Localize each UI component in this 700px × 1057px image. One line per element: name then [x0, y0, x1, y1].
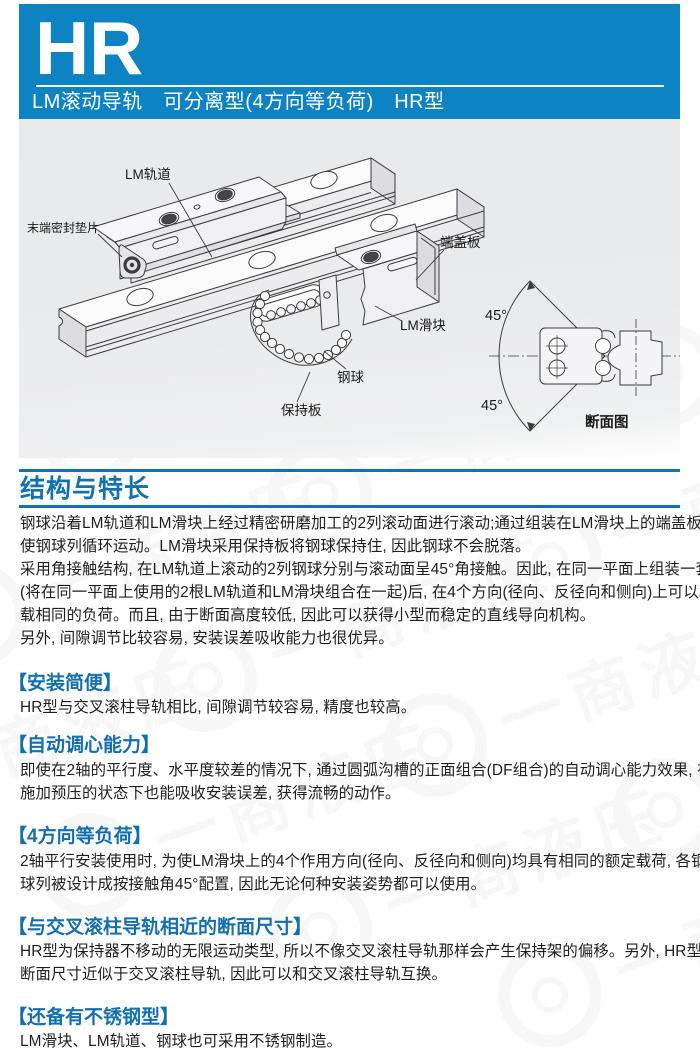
- diagram-labels: LM轨道 末端密封垫片 端盖板 LM滑块 钢球 保持板 45° 45° 断面图: [27, 167, 629, 431]
- label-rail: LM轨道: [125, 167, 171, 182]
- page-header: HR LM滚动导轨 可分离型(4方向等负荷) HR型: [19, 4, 680, 119]
- label-retainer: 保持板: [281, 403, 322, 418]
- label-section-caption: 断面图: [585, 413, 629, 431]
- header-divider: [36, 85, 664, 87]
- cross-section-view: [489, 280, 680, 432]
- label-angle-bottom: 45°: [481, 398, 503, 414]
- label-end-seal: 末端密封垫片: [27, 220, 99, 235]
- section-heading-stainless: 【还备有不锈钢型】: [8, 1007, 180, 1028]
- section-heading-equal-load: 【4方向等负荷】: [8, 826, 152, 847]
- diagram-panel: LM轨道 末端密封垫片 端盖板 LM滑块 钢球 保持板 45° 45° 断面图: [19, 119, 680, 458]
- label-ball: 钢球: [337, 370, 364, 385]
- section-body-line: 2轴平行安装使用时, 为使LM滑块上的4个作用方向(径向、反径向和侧向)均具有相…: [20, 853, 700, 870]
- section-body-line: 断面尺寸近似于交叉滚柱导轨, 因此可以和交叉滚柱导轨互换。: [20, 966, 447, 983]
- features-rule-bottom: [19, 505, 680, 508]
- features-title: 结构与特长: [20, 475, 151, 503]
- section-body-line: 球列被设计成按接触角45°配置, 因此无论何种安装姿势都可以使用。: [20, 876, 487, 893]
- section-heading-easy-install: 【安装简便】: [8, 673, 123, 694]
- features-paragraph-line: 钢球沿着LM轨道和LM滑块上经过精密研磨加工的2列滚动面进行滚动;通过组装在LM…: [20, 515, 700, 532]
- leader-lines: [97, 182, 445, 403]
- features-paragraph-line: 使钢球列循环运动。LM滑块采用保持板将钢球保持住, 因此钢球不会脱落。: [20, 538, 531, 555]
- retainer-outer-edge: [250, 289, 353, 366]
- guide-rail-illustration: LM轨道 末端密封垫片 端盖板 LM滑块 钢球 保持板 45° 45° 断面图: [27, 157, 680, 432]
- label-block: LM滑块: [400, 318, 446, 333]
- series-code: HR: [35, 6, 144, 90]
- lower-block: [250, 223, 440, 366]
- header-subtitle: LM滚动导轨 可分离型(4方向等负荷) HR型: [32, 91, 445, 113]
- features-paragraph-line: (将在同一平面上使用的2根LM轨道和LM滑块组合在一起)后, 在4个方向(径向、…: [20, 584, 700, 601]
- section-heading-self-align: 【自动调心能力】: [8, 735, 161, 756]
- upper-block: [92, 176, 287, 280]
- section-body-line: HR型为保持器不移动的无限运动类型, 所以不像交叉滚柱导轨那样会产生保持架的偏移…: [20, 943, 700, 960]
- label-end-plate: 端盖板: [440, 235, 481, 250]
- features-paragraph-line: 另外, 间隙调节比较容易, 安装误差吸收能力也很优异。: [20, 630, 394, 647]
- section-heading-cross-roller-size: 【与交叉滚柱导轨相近的断面尺寸】: [8, 917, 313, 938]
- features-rule-top: [19, 469, 680, 472]
- label-angle-top: 45°: [485, 308, 507, 324]
- features-paragraph-line: 载相同的负荷。而且, 由于断面高度较低, 因此可以获得小型而稳定的直线导向机构。: [20, 607, 596, 624]
- section-body-line: LM滑块、LM轨道、钢球也可采用不锈钢制造。: [20, 1033, 342, 1050]
- features-paragraph-line: 采用角接触结构, 在LM轨道上滚动的2列钢球分别与滚动面呈45°角接触。因此, …: [20, 561, 700, 578]
- section-body-line: HR型与交叉滚柱导轨相比, 间隙调节较容易, 精度也较高。: [20, 699, 417, 716]
- section-body-line: 即使在2轴的平行度、水平度较差的情况下, 通过圆弧沟槽的正面组合(DF组合)的自…: [20, 762, 700, 779]
- section-body-line: 施加预压的状态下也能吸收安装误差, 获得流畅的动作。: [20, 785, 401, 802]
